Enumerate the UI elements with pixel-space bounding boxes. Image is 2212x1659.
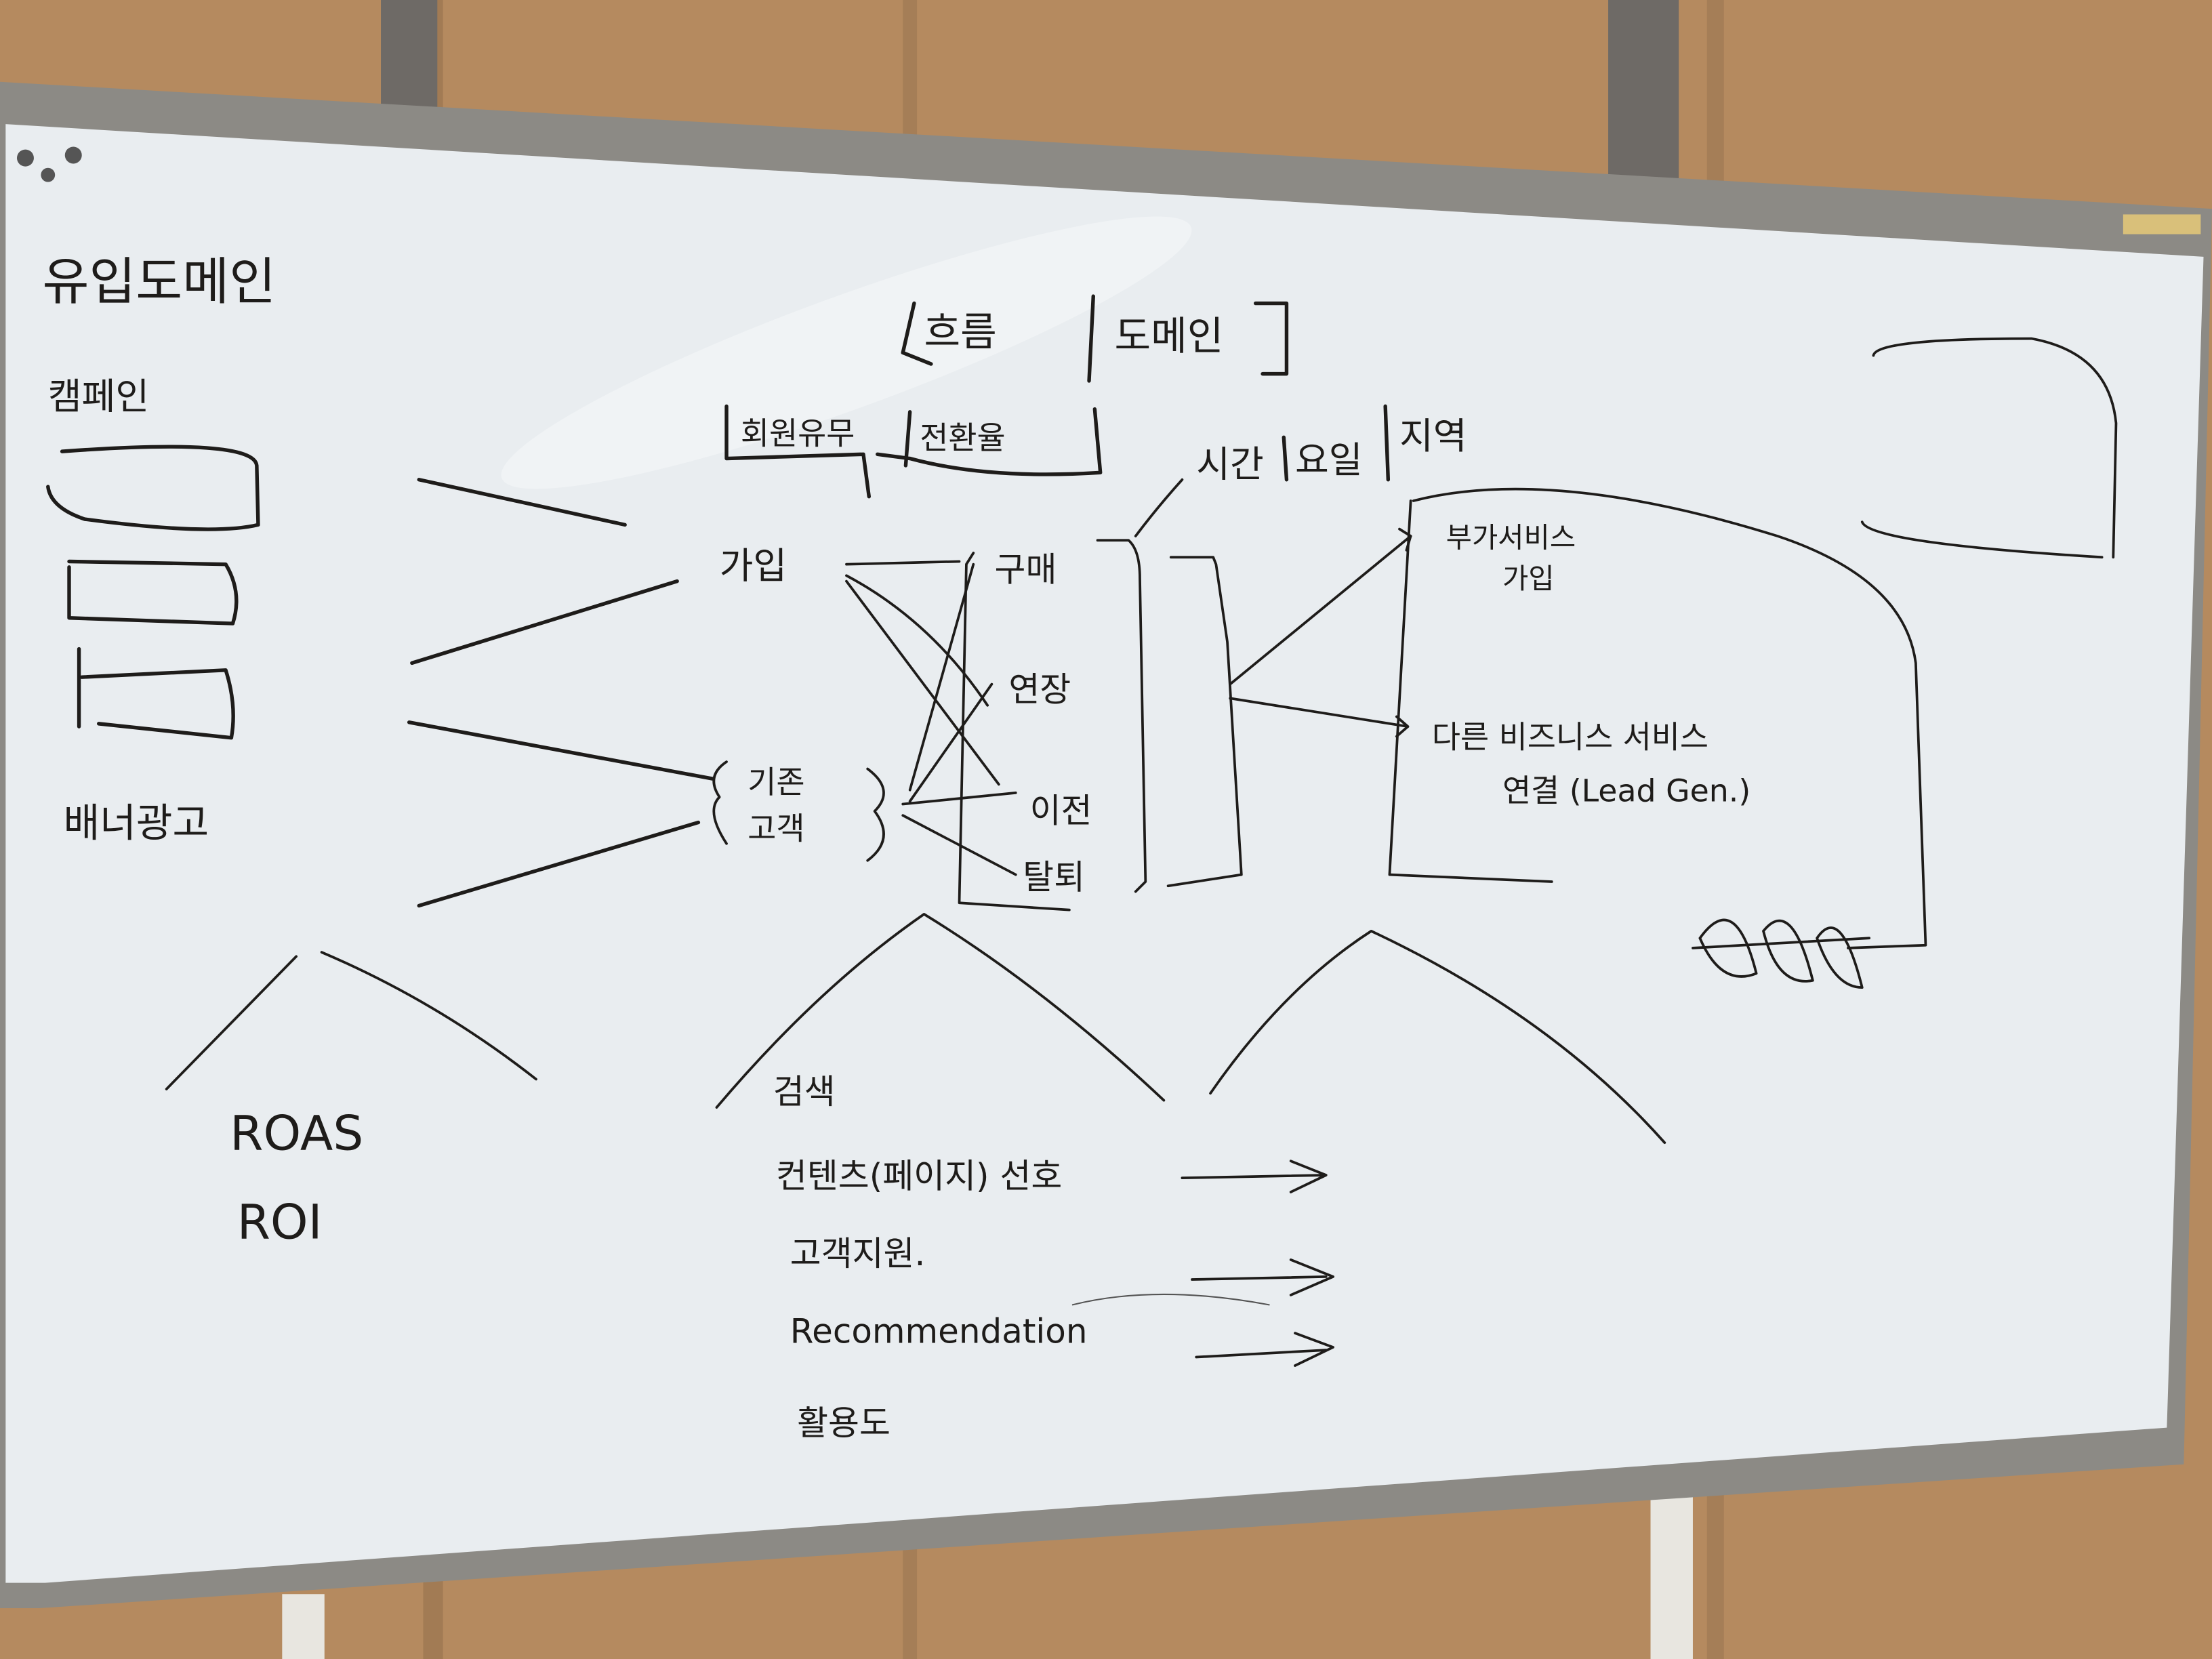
peak-right — [1209, 930, 1666, 1144]
campaign-label: 캠페인 — [48, 375, 149, 418]
metric-roas: ROAS — [230, 1105, 363, 1162]
addon-service-label: 부가서비스 — [1446, 521, 1576, 554]
board-surface — [5, 124, 2204, 1583]
action-cancel: 탈퇴 — [1023, 857, 1085, 897]
flow-domain-bracket — [901, 294, 1289, 383]
list-item-content-preference: 컨텐츠(페이지) 선호 — [776, 1157, 1062, 1196]
addon-signup-label: 가입 — [1502, 562, 1555, 595]
customer-label: 고객 — [747, 811, 804, 847]
peak-left — [165, 951, 537, 1090]
banner-ad-label: 배너광고 — [64, 800, 209, 846]
blank-box — [1860, 337, 2118, 559]
faint-mark — [1071, 1293, 1270, 1306]
campaign-box-2 — [67, 559, 239, 626]
action-crosslinks — [845, 560, 1017, 876]
action-purchase: 구매 — [995, 550, 1057, 590]
arrow-icon — [1191, 1258, 1335, 1296]
arrow-icon — [1181, 1160, 1328, 1193]
day-label: 요일 — [1295, 438, 1363, 481]
metric-roi: ROI — [237, 1194, 323, 1250]
membership-label: 회원유무 — [741, 415, 855, 452]
magnets — [16, 146, 82, 182]
time-label: 시간 — [1196, 443, 1264, 486]
flow-label: 흐름 — [924, 309, 996, 355]
domain-label: 도메인 — [1114, 313, 1223, 359]
segment-bracket — [1096, 478, 1243, 893]
board-label-sticker — [2123, 214, 2201, 234]
actions-bracket — [958, 552, 1071, 912]
arrow-to-other-business — [1229, 697, 1410, 738]
services-region — [1388, 487, 1927, 949]
arrow-icon — [1195, 1332, 1335, 1367]
action-extend: 연장 — [1008, 670, 1071, 710]
list-item-search: 검색 — [773, 1072, 836, 1111]
existing-label: 기존 — [747, 764, 804, 800]
list-item-usage: 활용도 — [797, 1404, 890, 1443]
existing-customer-braces — [712, 760, 885, 862]
peak-middle — [715, 913, 1166, 1109]
list-item-customer-support: 고객지원. — [790, 1234, 926, 1273]
scribble-stars — [1692, 918, 1871, 989]
member-conversion-bracket — [724, 404, 1103, 499]
campaign-box-3 — [77, 647, 235, 740]
list-item-recommendation: Recommendation — [790, 1312, 1088, 1351]
connector-lines-left — [407, 478, 714, 908]
lead-gen-label: 연결 (Lead Gen.) — [1502, 772, 1750, 808]
region-label: 지역 — [1399, 415, 1467, 457]
other-business-label: 다른 비즈니스 서비스 — [1432, 718, 1708, 755]
signup-label: 가입 — [720, 544, 787, 587]
inflow-domain-title: 유입도메인 — [42, 251, 276, 311]
divider — [1282, 404, 1391, 482]
campaign-box-1 — [46, 445, 260, 531]
action-transfer: 이전 — [1030, 792, 1092, 831]
conversion-rate-label: 전환율 — [920, 419, 1005, 456]
